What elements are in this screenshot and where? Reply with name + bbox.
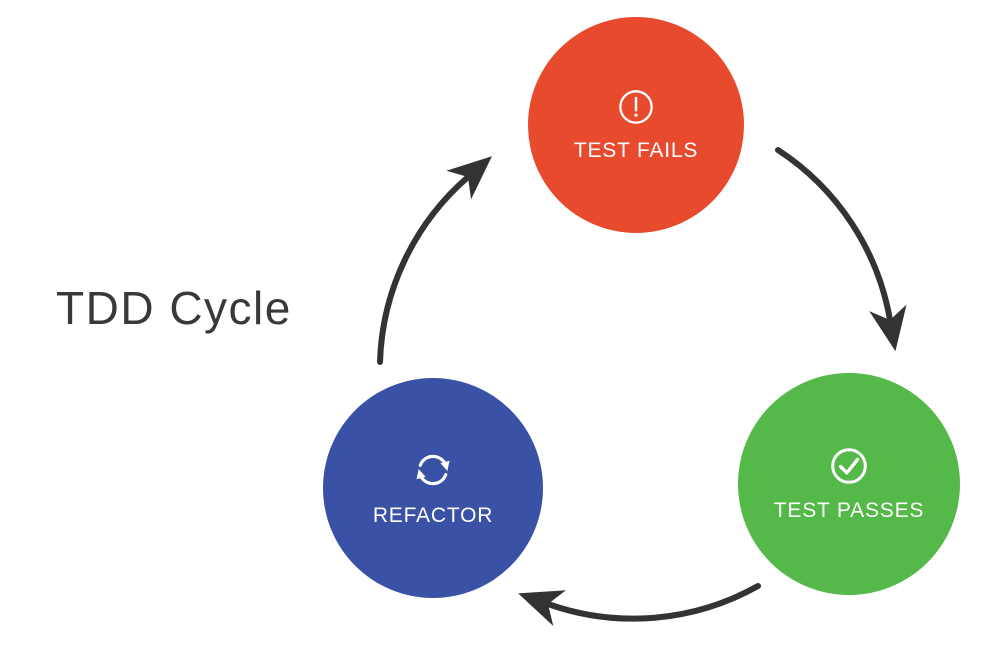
node-label: TEST PASSES	[773, 498, 925, 522]
arrow-refactor-to-fails	[377, 156, 492, 365]
arrow-fails-to-passes	[775, 147, 907, 352]
arrow-passes-to-refactor	[518, 583, 761, 626]
check-circle-icon	[831, 447, 867, 484]
node-label: TEST FAILS	[573, 138, 699, 162]
node-label: REFACTOR	[372, 503, 494, 527]
node-test-passes: TEST PASSES	[738, 373, 960, 595]
alert-circle-icon	[619, 89, 653, 124]
node-test-fails: TEST FAILS	[528, 17, 744, 233]
refresh-cycle-icon	[416, 454, 450, 485]
node-refactor: REFACTOR	[323, 378, 543, 598]
page-title: TDD Cycle	[56, 282, 292, 334]
